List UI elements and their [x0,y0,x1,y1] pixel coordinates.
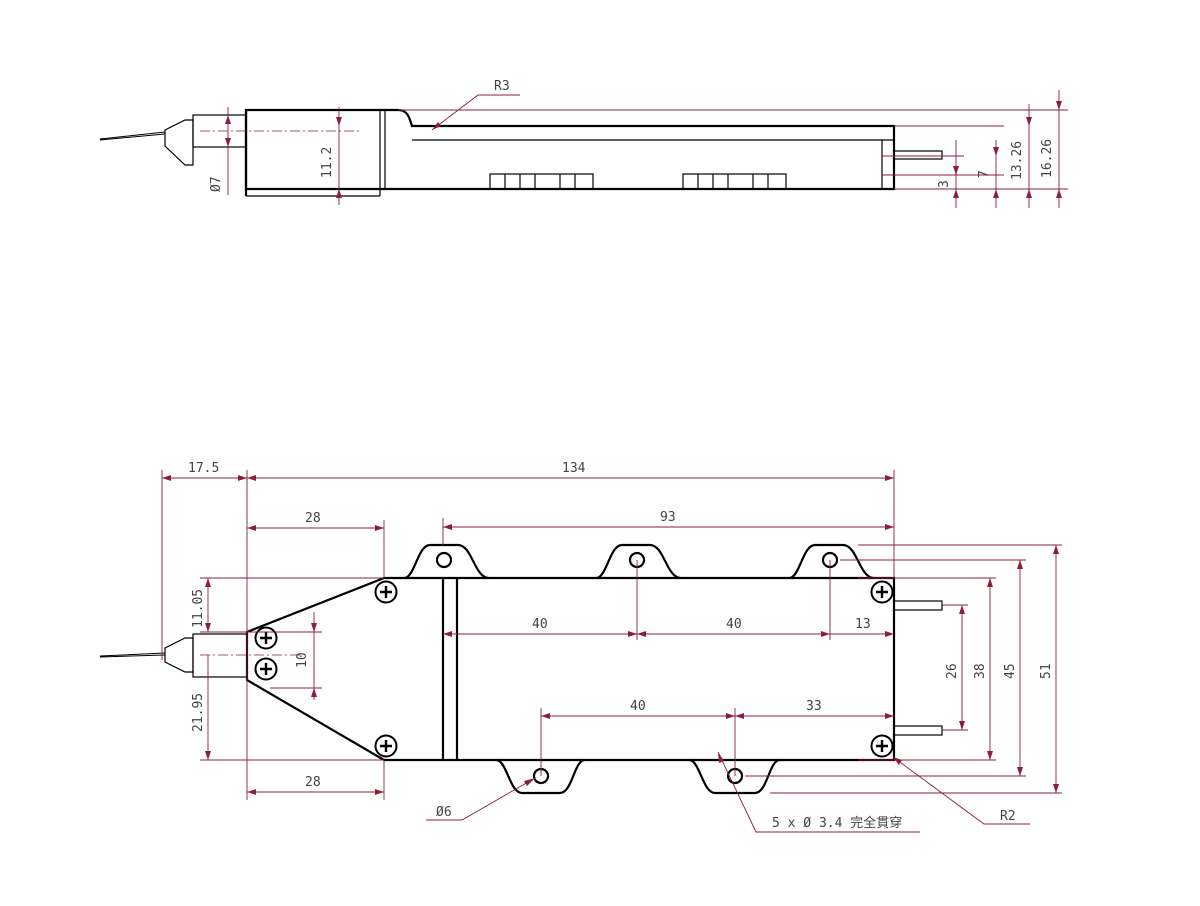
top-28-top-label: 28 [305,511,321,526]
top-view: 17.5 134 28 93 40 [99,461,1062,833]
top-fiber-boot [164,637,194,673]
top-dim-51: 51 [1039,545,1059,793]
side-tab-left [489,173,594,190]
side-dim-7: 7 [977,140,999,208]
top-holes-note: 5 x Ø 3.4 完全貫穿 [772,815,902,831]
side-16-26-label: 16.26 [1040,139,1055,178]
top-26-label: 26 [945,663,960,679]
top-ear-3 [789,543,874,580]
side-tab-right [682,173,787,190]
side-dim-3: 3 [937,140,959,208]
top-leader-holes: 5 x Ø 3.4 完全貫穿 [717,751,920,833]
screw-icon [254,626,278,650]
top-11-05-label: 11.05 [191,589,206,628]
top-pin-2 [893,725,943,736]
top-33-label: 33 [806,699,822,714]
side-dim-16-26: 16.26 [1040,90,1062,208]
top-r2-label: R2 [1000,809,1016,824]
screw-icon [870,734,894,758]
top-dim-10: 10 [295,612,317,700]
top-ear-2 [596,543,681,580]
top-dim-40-c: 40 [541,699,735,719]
side-fiber [99,131,166,141]
side-dim-13-26: 13.26 [1010,104,1032,208]
top-dim-28-bottom: 28 [247,775,384,795]
top-dim-17-5: 17.5 [162,461,247,481]
top-ear-4 [496,758,585,795]
side-3-label: 3 [937,180,952,188]
top-ear-1 [404,543,489,580]
side-r3-label: R3 [494,79,510,94]
side-13-26-label: 13.26 [1010,141,1025,180]
screw-icon [254,657,278,681]
top-dim-26: 26 [945,605,965,730]
top-28-bottom-label: 28 [305,775,321,790]
top-134-label: 134 [562,461,586,476]
mount-hole-1 [435,551,453,569]
side-fiber-boot [164,119,194,166]
top-17-5-label: 17.5 [188,461,219,476]
top-38-label: 38 [973,663,988,679]
top-dim-45: 45 [1003,560,1023,776]
top-40-b-label: 40 [726,617,742,632]
top-40-c-label: 40 [630,699,646,714]
top-dim-134: 134 [247,461,894,481]
top-leader-r2: R2 [892,756,1030,825]
top-dim-40-b: 40 [637,617,830,637]
top-fiber [99,652,166,658]
top-45-label: 45 [1003,663,1018,679]
top-dim-21-95: 21.95 [191,655,211,760]
top-21-95-label: 21.95 [191,693,206,732]
side-dim-dia7: Ø7 [209,107,231,195]
top-dim-40-a: 40 [443,617,637,637]
side-dim-11-2: 11.2 [320,107,342,205]
top-pin-1 [893,600,943,611]
side-view: Ø7 11.2 R3 3 [99,79,1068,208]
screw-icon [374,734,398,758]
top-dim-28-top: 28 [247,511,384,531]
screw-icon [870,580,894,604]
side-7-label: 7 [977,170,992,178]
side-dia7-label: Ø7 [209,176,224,192]
side-dim-r3: R3 [431,79,520,131]
top-10-label: 10 [295,652,310,668]
screw-icon [374,580,398,604]
top-ferrule [192,633,248,678]
top-dim-13: 13 [830,617,894,637]
side-11-2-label: 11.2 [320,147,335,178]
top-40-a-label: 40 [532,617,548,632]
top-93-label: 93 [660,510,676,525]
top-51-label: 51 [1039,663,1054,679]
top-body-outline [245,576,896,762]
top-leader-dia6: Ø6 [426,777,536,821]
top-dia6-label: Ø6 [436,805,452,820]
top-dim-33: 33 [735,699,894,719]
side-pin [893,150,943,160]
side-body-outline [244,108,896,191]
top-dim-93: 93 [443,510,894,530]
top-ear-5 [689,758,780,795]
top-dim-38: 38 [973,578,993,760]
top-13-label: 13 [855,617,871,632]
top-dim-11-05: 11.05 [191,578,211,632]
